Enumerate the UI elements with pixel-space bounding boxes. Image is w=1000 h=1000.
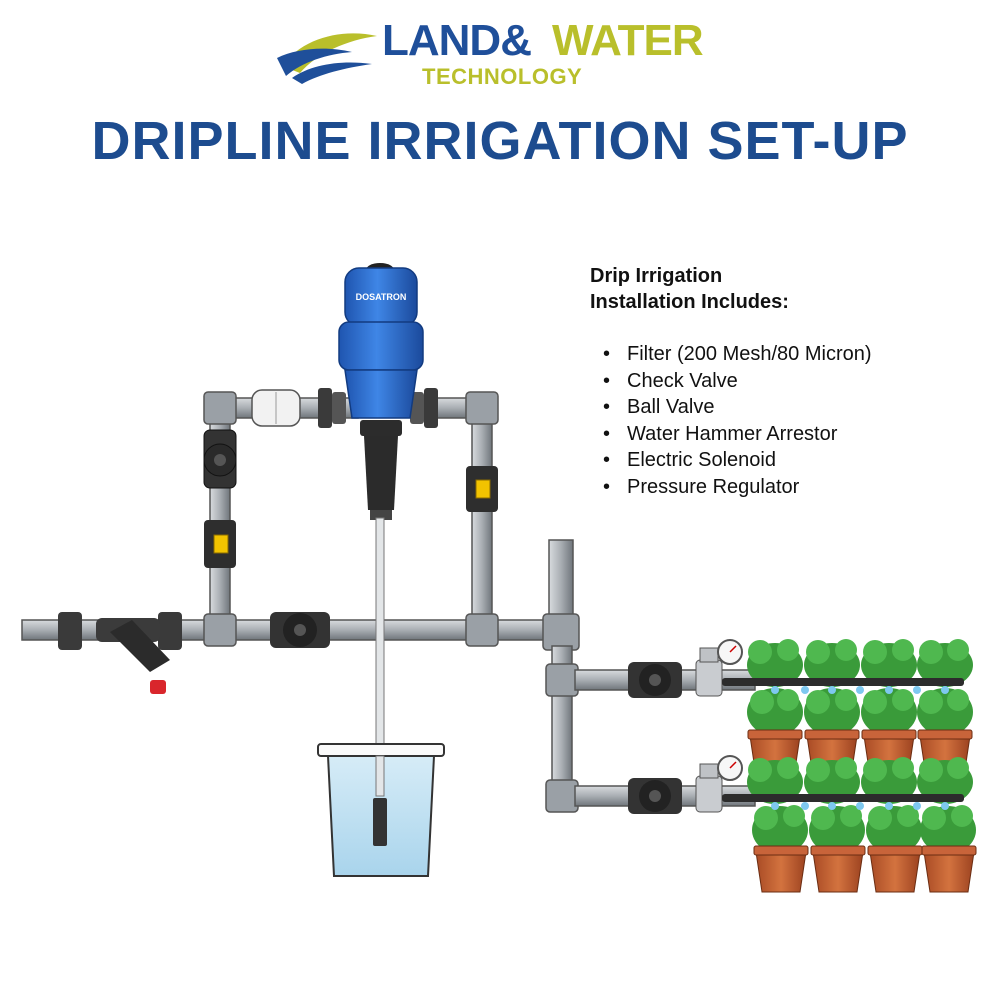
- potted-plant: [861, 757, 923, 893]
- leaf-wave-icon: [277, 33, 377, 84]
- union-fittings: [318, 388, 438, 428]
- list-item: Ball Valve: [590, 394, 980, 421]
- y-filter: [58, 612, 182, 694]
- component-list: Filter (200 Mesh/80 Micron) Check Valve …: [590, 341, 980, 500]
- drip-line-upper: [722, 678, 964, 694]
- info-heading-line1: Drip Irrigation: [590, 265, 723, 287]
- solenoid-valve-lower-branch: [628, 778, 682, 814]
- logo-technology-text: TECHNOLOGY: [422, 64, 583, 89]
- potted-plant: [917, 757, 977, 893]
- potted-plant: [917, 639, 973, 777]
- drip-line-lower: [722, 794, 964, 810]
- list-item: Filter (200 Mesh/80 Micron): [590, 341, 980, 368]
- ball-valve-right: [466, 466, 498, 512]
- potted-plant: [804, 757, 866, 893]
- logo-water-text: WATER: [552, 16, 704, 65]
- pressure-regulator-upper: [695, 639, 743, 697]
- plant-rows-upper: [747, 639, 973, 777]
- water-hammer-arrestor: [542, 539, 580, 651]
- potted-plant: [804, 639, 860, 777]
- list-item: Check Valve: [590, 368, 980, 395]
- pressure-regulator-lower: [695, 755, 743, 813]
- plant-rows-lower: [747, 757, 977, 893]
- solenoid-valve-upper-branch: [628, 662, 682, 698]
- installation-info: Drip Irrigation Installation Includes: F…: [590, 263, 980, 500]
- injector-brand-label: DOSATRON: [356, 292, 407, 302]
- check-valve: [251, 389, 301, 427]
- potted-plant: [747, 757, 809, 893]
- ball-valve-left: [204, 520, 236, 568]
- brand-logo: LAND& WATER TECHNOLOGY: [272, 12, 742, 92]
- info-heading-line2: Installation Includes:: [590, 291, 789, 313]
- list-item: Water Hammer Arrestor: [590, 421, 980, 448]
- dosatron-injector: DOSATRON: [338, 263, 424, 520]
- chemical-bucket: [317, 743, 445, 877]
- potted-plant: [861, 639, 917, 777]
- page-title: DRIPLINE IRRIGATION SET-UP: [91, 111, 909, 171]
- list-item: Electric Solenoid: [590, 447, 980, 474]
- solenoid-valve-main: [270, 612, 330, 648]
- solenoid-valve-left: [203, 429, 237, 489]
- potted-plant: [747, 639, 803, 777]
- list-item: Pressure Regulator: [590, 474, 980, 501]
- logo-land-text: LAND&: [382, 16, 532, 65]
- bypass-pipes: [203, 391, 499, 647]
